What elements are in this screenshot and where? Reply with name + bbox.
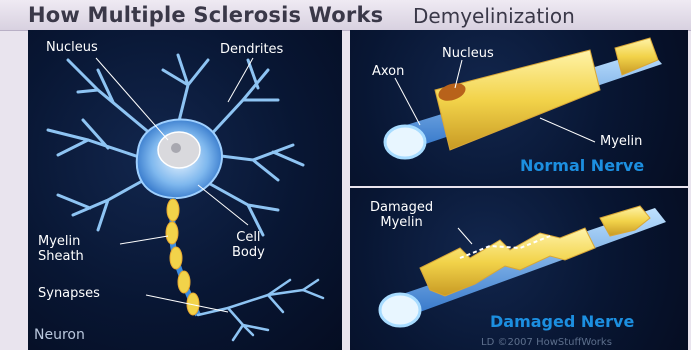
label-dendrites: Dendrites [220, 42, 283, 57]
neuron-panel: Nucleus Dendrites Cell Body Myelin Sheat… [28, 30, 342, 350]
title-bar: How Multiple Sclerosis Works Demyeliniza… [0, 0, 691, 31]
label-myelin-sheath: Myelin Sheath [38, 234, 84, 264]
label-damaged-myelin: Damaged Myelin [370, 200, 433, 230]
normal-nerve-panel: Axon Nucleus Myelin Normal Nerve [350, 30, 688, 186]
label-axon: Axon [372, 64, 404, 79]
damaged-nerve-panel: Damaged Myelin Damaged Nerve [350, 188, 688, 350]
label-nucleus: Nucleus [46, 40, 98, 55]
credit-text: LD ©2007 HowStuffWorks [481, 337, 612, 348]
label-myelin: Myelin [600, 134, 642, 149]
neuron-illustration [28, 30, 342, 350]
damaged-nerve-caption: Damaged Nerve [490, 312, 634, 331]
label-cell-body: Cell Body [232, 230, 265, 260]
neuron-caption: Neuron [34, 328, 85, 343]
normal-nerve-caption: Normal Nerve [520, 156, 644, 175]
figure-subtitle: Demyelinization [413, 4, 575, 28]
figure-title: How Multiple Sclerosis Works [28, 3, 383, 27]
label-synapses: Synapses [38, 286, 100, 301]
label-nucleus-normal: Nucleus [442, 46, 494, 61]
